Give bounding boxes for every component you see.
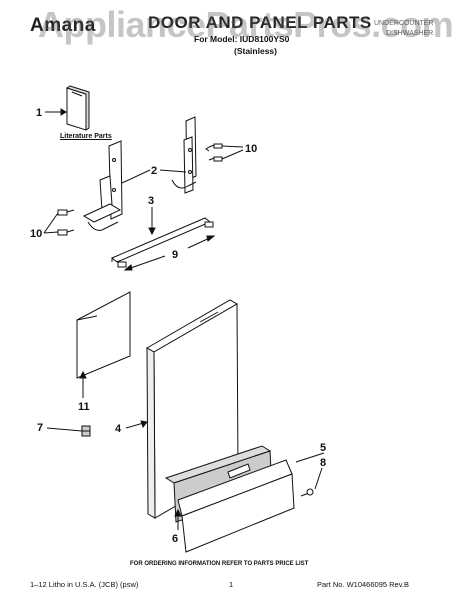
- callout-11: 11: [78, 401, 90, 413]
- toe-panel-assembly: [164, 445, 295, 553]
- finish-label: (Stainless): [234, 46, 277, 56]
- door-rail-part: [111, 217, 214, 268]
- outer-door-panel: [145, 299, 239, 519]
- callout-10-left: 10: [30, 228, 42, 240]
- left-mounting-bracket: [82, 140, 123, 231]
- clip-part: [81, 425, 91, 437]
- callout-7: 7: [37, 422, 43, 434]
- litho-info: 1–12 Litho in U.S.A. (JCB) (psw): [30, 580, 139, 589]
- callout-3: 3: [148, 195, 154, 207]
- literature-parts-label: Literature Parts: [60, 133, 112, 140]
- callout-5: 5: [320, 442, 326, 454]
- callout-4: 4: [115, 423, 122, 435]
- callout-10-right: 10: [245, 143, 257, 155]
- dimension-line-9: [123, 235, 216, 271]
- right-mounting-bracket: [171, 116, 197, 194]
- product-type-line2: DISHWASHER: [386, 30, 434, 37]
- insulation-panel: [76, 291, 131, 379]
- leader-lines: [43, 108, 325, 530]
- part-number: Part No. W10466095 Rev.B: [317, 580, 409, 589]
- watermark: AppliancePartsPros.com: [38, 4, 454, 45]
- model-line: For Model: IUD8100YS0: [194, 34, 290, 44]
- page-title: DOOR AND PANEL PARTS: [148, 13, 372, 32]
- callout-8: 8: [320, 457, 326, 469]
- ordering-note: FOR ORDERING INFORMATION REFER TO PARTS …: [130, 561, 309, 567]
- literature-booklet-part: [65, 85, 90, 131]
- brand-logo: Amana: [30, 15, 96, 36]
- bracket-screws-right: [205, 143, 223, 162]
- callout-6: 6: [172, 533, 178, 545]
- page-number: 1: [229, 580, 234, 589]
- product-type-line1: UNDERCOUNTER: [374, 20, 434, 27]
- callout-1: 1: [36, 107, 42, 119]
- callout-9: 9: [172, 249, 178, 261]
- callout-2: 2: [151, 165, 157, 177]
- bracket-screws-left: [57, 209, 75, 236]
- panel-screw: [300, 488, 314, 497]
